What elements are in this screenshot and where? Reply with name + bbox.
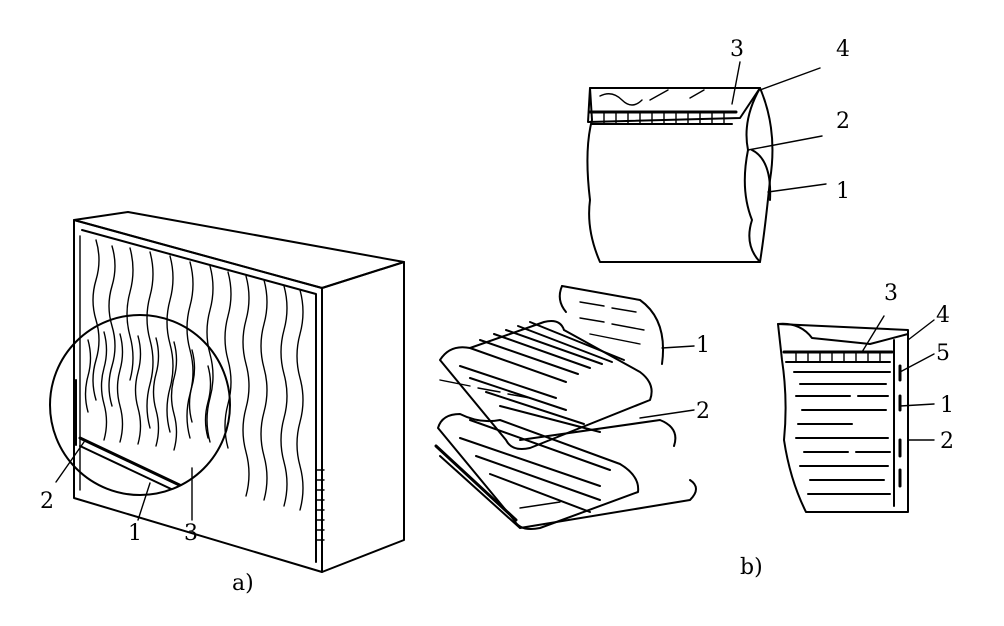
callout-b-top-1: 1 bbox=[836, 179, 850, 204]
magnifier-lens bbox=[49, 314, 231, 496]
panel-section-detail: 3 4 5 1 2 bbox=[777, 281, 954, 513]
callout-b-right-5: 5 bbox=[936, 341, 950, 366]
callout-a-2: 2 bbox=[40, 489, 54, 514]
fibre-pattern bbox=[92, 239, 304, 511]
caption-a: a) bbox=[232, 571, 254, 596]
mesh-block bbox=[586, 87, 761, 263]
callout-b-top-4: 4 bbox=[836, 37, 850, 62]
callout-b-mid-1: 1 bbox=[696, 333, 710, 358]
box-top-face bbox=[73, 211, 405, 289]
callout-b-top-3: 3 bbox=[730, 37, 744, 62]
callout-b-right-3: 3 bbox=[884, 281, 898, 306]
callout-a-3: 3 bbox=[184, 521, 198, 546]
caption-b: b) bbox=[740, 555, 763, 580]
callout-b-right-1: 1 bbox=[940, 393, 954, 418]
box-side-face bbox=[321, 261, 405, 573]
callout-b-right-2: 2 bbox=[940, 429, 954, 454]
callout-a-1: 1 bbox=[128, 521, 142, 546]
box-front-face bbox=[73, 219, 323, 573]
panel-pleated-pack: 1 2 b) bbox=[434, 285, 763, 580]
panel-mesh-detail: 3 4 2 1 bbox=[586, 37, 850, 263]
panel-filter-box: 2 1 3 a) bbox=[40, 211, 405, 596]
callout-b-mid-2: 2 bbox=[696, 399, 710, 424]
section-block bbox=[777, 323, 909, 513]
callout-b-right-4: 4 bbox=[936, 303, 950, 328]
callout-b-top-2: 2 bbox=[836, 109, 850, 134]
